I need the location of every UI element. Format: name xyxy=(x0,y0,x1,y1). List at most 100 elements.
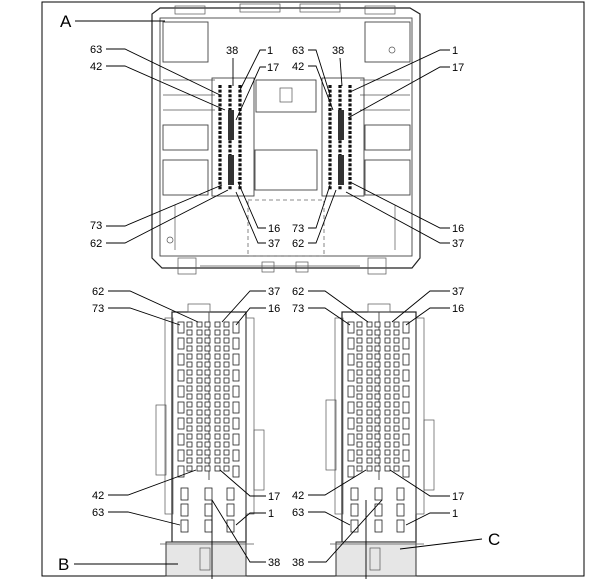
pin-cavity xyxy=(214,385,221,392)
pin-cavity xyxy=(374,329,381,336)
pin-cavity xyxy=(402,449,410,462)
pin-cavity xyxy=(196,401,203,408)
pin-cavity xyxy=(186,441,193,448)
pin-cavity xyxy=(366,361,373,368)
pin-cavity xyxy=(223,409,230,416)
pin-label: 37 xyxy=(452,286,464,298)
pin-cavity xyxy=(366,441,373,448)
pin-cavity xyxy=(204,441,211,448)
label-a: A xyxy=(60,12,72,31)
pin-cavity xyxy=(356,345,363,352)
pin-cavity xyxy=(232,385,240,398)
pin-label: 62 xyxy=(292,238,304,250)
pin-cavity xyxy=(186,321,193,328)
pin-cavity xyxy=(366,401,373,408)
pin-cavity xyxy=(384,441,391,448)
pin-cavity xyxy=(347,449,355,462)
pin-cavity xyxy=(177,321,185,334)
pin-label: 62 xyxy=(92,286,104,298)
pin-cavity xyxy=(356,465,363,472)
pin-cavity xyxy=(186,425,193,432)
pin-cavity xyxy=(384,465,391,472)
pin-cavity xyxy=(186,433,193,440)
pin-cavity xyxy=(214,353,221,360)
pin-cavity xyxy=(204,329,211,336)
pin-cavity xyxy=(223,449,230,456)
pin-cavity xyxy=(366,409,373,416)
pin-cavity xyxy=(384,321,391,328)
pin-cavity xyxy=(374,441,381,448)
pin-label: 17 xyxy=(267,62,279,74)
pin-cavity xyxy=(214,337,221,344)
pin-cavity xyxy=(374,487,383,501)
pin-cavity xyxy=(196,441,203,448)
pin-cavity xyxy=(393,369,400,376)
pin-cavity xyxy=(232,337,240,350)
pin-cavity xyxy=(204,401,211,408)
mount-hole-icon xyxy=(388,46,396,54)
pin-cavity xyxy=(393,433,400,440)
pin-cavity xyxy=(177,433,185,446)
pin-cavity xyxy=(396,487,405,501)
pin-cavity xyxy=(226,503,235,517)
pin-cavity xyxy=(214,457,221,464)
pin-label: 1 xyxy=(268,508,274,520)
pin-cavity xyxy=(196,385,203,392)
pin-cavity xyxy=(196,377,203,384)
pin-cavity xyxy=(214,401,221,408)
pin-cavity xyxy=(177,385,185,398)
pin-cavity xyxy=(204,449,211,456)
pin-label: 42 xyxy=(292,61,304,73)
pin-label: 38 xyxy=(268,557,280,569)
pin-cavity xyxy=(374,417,381,424)
pin-cavity xyxy=(223,393,230,400)
header-right-pins xyxy=(321,77,365,197)
leader-lines-top-right xyxy=(308,49,450,244)
pin-cavity xyxy=(402,417,410,430)
pin-cavity xyxy=(204,519,213,533)
pin-cavity xyxy=(396,519,405,533)
pin-cavity xyxy=(177,353,185,366)
pin-cavity xyxy=(356,321,363,328)
connector-c-pins xyxy=(347,321,410,533)
pin-label: 38 xyxy=(226,45,238,57)
pin-cavity xyxy=(204,337,211,344)
pin-label: 62 xyxy=(90,238,102,250)
pin-cavity xyxy=(204,457,211,464)
pin-cavity xyxy=(186,369,193,376)
pin-cavity xyxy=(356,337,363,344)
pin-cavity xyxy=(374,361,381,368)
pin-cavity xyxy=(223,329,230,336)
pin-cavity xyxy=(366,337,373,344)
pin-label: 1 xyxy=(267,45,273,57)
pin-cavity xyxy=(196,321,203,328)
pin-cavity xyxy=(402,337,410,350)
pin-cavity xyxy=(232,401,240,414)
pin-cavity xyxy=(186,457,193,464)
pin-label: 16 xyxy=(452,223,464,235)
pin-cavity xyxy=(393,353,400,360)
pin-cavity xyxy=(356,457,363,464)
pin-cavity xyxy=(204,409,211,416)
leader-lines-connector-c xyxy=(308,290,450,579)
pin-cavity xyxy=(196,345,203,352)
pin-cavity xyxy=(366,449,373,456)
pin-cavity xyxy=(356,361,363,368)
pin-cavity xyxy=(356,393,363,400)
pin-cavity xyxy=(196,425,203,432)
pin-cavity xyxy=(402,465,410,478)
pin-cavity xyxy=(347,337,355,350)
pin-cavity xyxy=(393,385,400,392)
pin-cavity xyxy=(204,425,211,432)
pin-cavity xyxy=(374,503,383,517)
pin-label: 73 xyxy=(92,303,104,315)
pin-cavity xyxy=(356,369,363,376)
pin-cavity xyxy=(204,393,211,400)
pin-label: 38 xyxy=(292,557,304,569)
pin-cavity xyxy=(393,361,400,368)
pin-cavity xyxy=(384,329,391,336)
pin-cavity xyxy=(393,393,400,400)
pin-cavity xyxy=(393,377,400,384)
pin-cavity xyxy=(393,337,400,344)
